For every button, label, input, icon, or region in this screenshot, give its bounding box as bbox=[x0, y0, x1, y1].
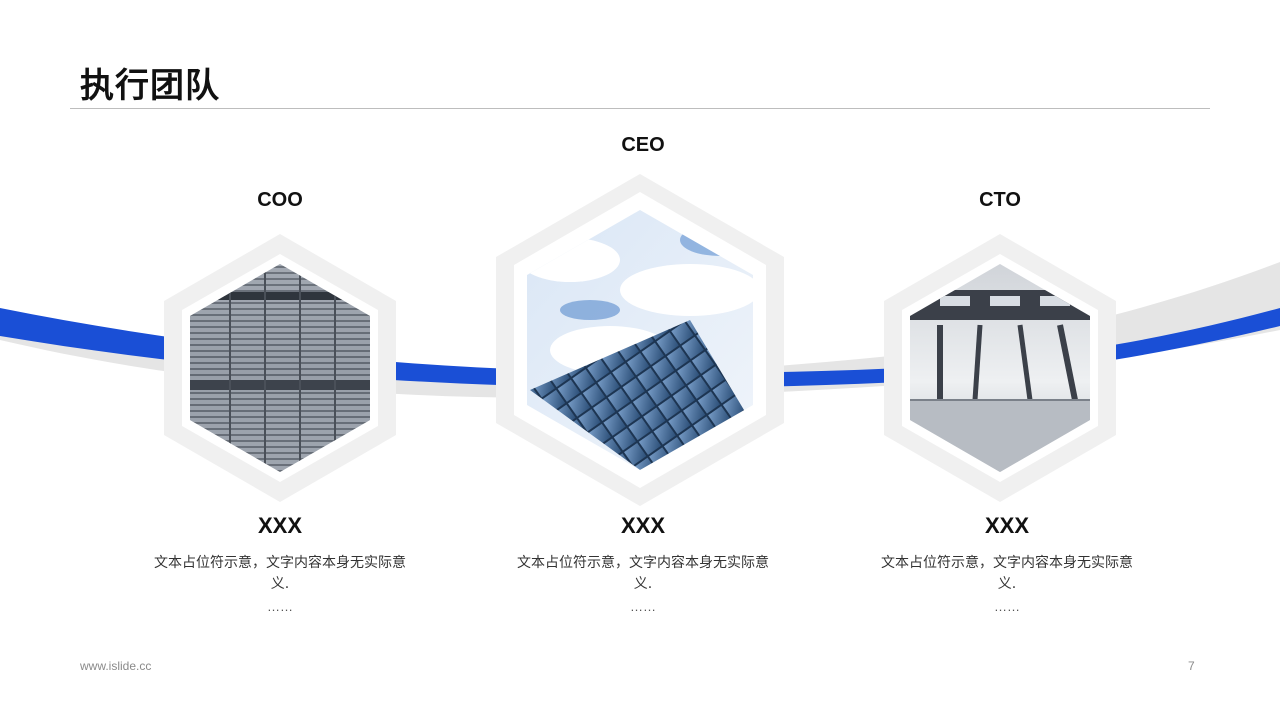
ceo-desc-line2: 义. bbox=[633, 576, 653, 592]
page-number: 7 bbox=[1188, 659, 1195, 673]
cto-desc-line2: 义. bbox=[997, 576, 1017, 592]
role-cto: CTO bbox=[979, 189, 1021, 211]
cto-desc-line1: 文本占位符示意，文字内容本身无实际意 bbox=[881, 555, 1133, 571]
building-facade-photo bbox=[190, 264, 370, 472]
coo-ellipsis: …… bbox=[267, 599, 293, 614]
footer-url: www.islide.cc bbox=[80, 659, 152, 673]
ceo-description: 文本占位符示意，文字内容本身无实际意 义. bbox=[503, 553, 783, 595]
ceo-hexagon bbox=[496, 174, 784, 506]
cto-name: XXX bbox=[984, 513, 1030, 538]
ceo-name: XXX bbox=[620, 513, 666, 538]
glass-skyscraper-sky-photo bbox=[527, 210, 753, 470]
coo-description: 文本占位符示意，文字内容本身无实际意 义. bbox=[140, 553, 420, 595]
ceo-desc-line1: 文本占位符示意，文字内容本身无实际意 bbox=[517, 555, 769, 571]
coo-desc-line2: 义. bbox=[270, 576, 290, 592]
page-title: 执行团队 bbox=[80, 66, 220, 106]
cto-ellipsis: …… bbox=[994, 599, 1020, 614]
modern-interior-photo bbox=[910, 264, 1090, 472]
coo-desc-line1: 文本占位符示意，文字内容本身无实际意 bbox=[154, 555, 406, 571]
role-ceo: CEO bbox=[621, 134, 665, 156]
cto-description: 文本占位符示意，文字内容本身无实际意 义. bbox=[867, 553, 1147, 595]
coo-name: XXX bbox=[257, 513, 303, 538]
role-coo: COO bbox=[257, 189, 303, 211]
ceo-ellipsis: …… bbox=[630, 599, 656, 614]
coo-hexagon bbox=[164, 234, 396, 502]
cto-hexagon bbox=[884, 234, 1116, 502]
title-divider bbox=[70, 108, 1210, 109]
